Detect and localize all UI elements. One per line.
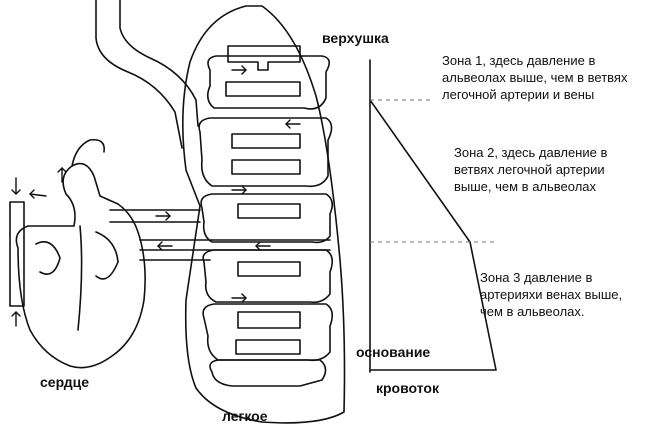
aorta — [71, 138, 106, 167]
apex-label: верхушка — [322, 30, 389, 46]
blood-flow-graph — [369, 59, 497, 373]
pulmonary-vein — [139, 239, 331, 261]
vena-cava — [9, 201, 25, 307]
zone-2-text: Зона 2, здесь давление в ветвях легочной… — [454, 145, 608, 194]
heart-label: сердце — [40, 374, 90, 390]
zone-1-text: Зона 1, здесь давление в альвеолах выше,… — [442, 53, 628, 102]
trachea-inner — [119, 0, 199, 127]
zone-3-text: Зона 3 давление в артерияхи венах выше, … — [480, 270, 623, 319]
vascular-loops — [198, 45, 334, 387]
flow-arrows — [11, 65, 301, 327]
pulmonary-artery — [109, 209, 201, 223]
blood-flow-label: кровоток — [376, 380, 439, 396]
heart-septum — [77, 225, 83, 331]
heart-valve-left — [35, 241, 61, 275]
lung-label: легкое — [222, 408, 268, 424]
heart-valve-right — [95, 231, 119, 280]
trachea — [95, 0, 183, 149]
base-label: основание — [356, 344, 431, 360]
heart-outline — [15, 162, 146, 369]
lung-outline — [182, 5, 346, 424]
graph-flow-line — [369, 99, 497, 371]
